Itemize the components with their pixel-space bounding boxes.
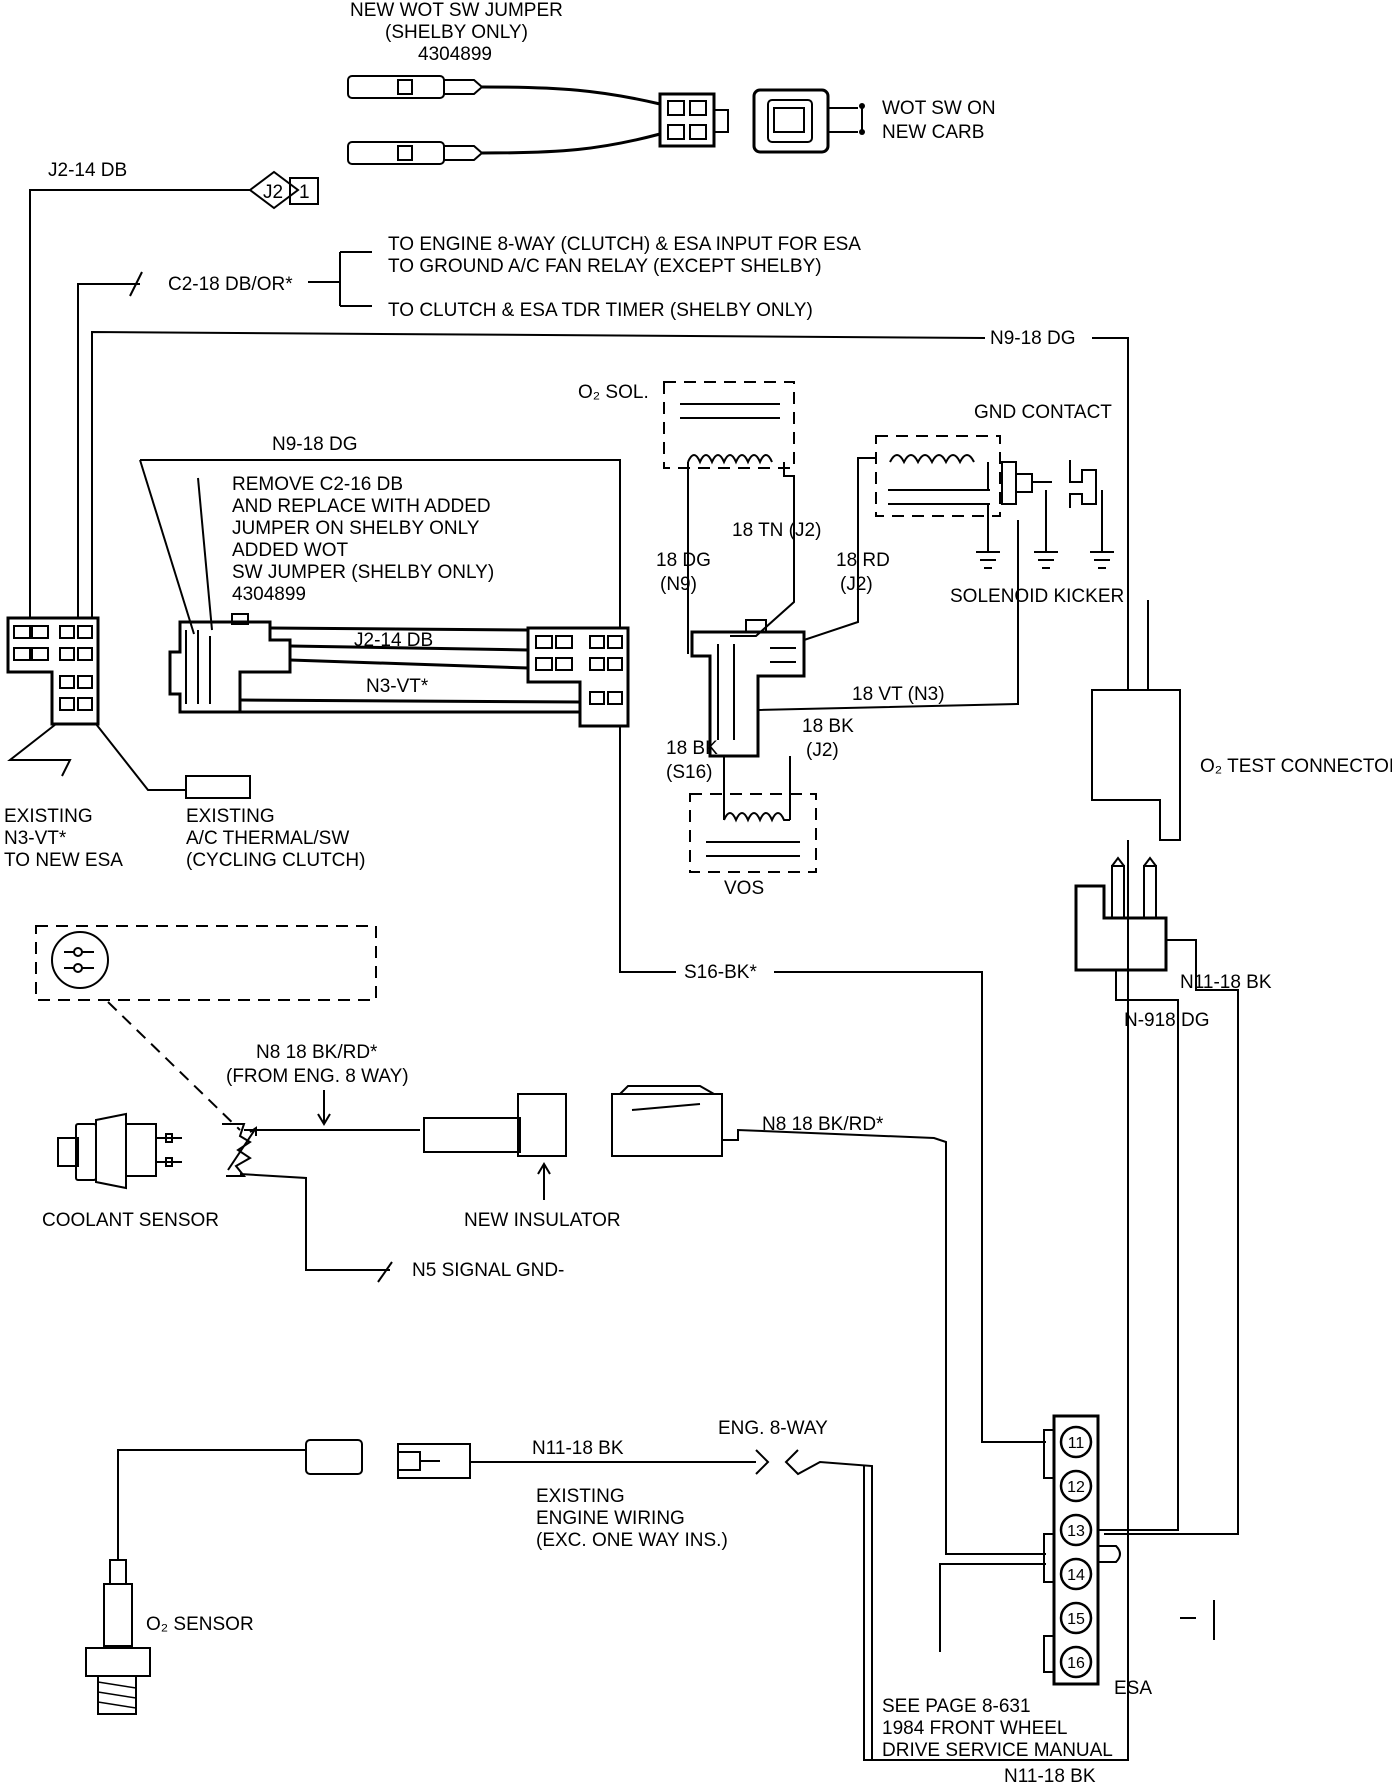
bk-j2-line2: (J2) [806, 740, 839, 761]
coolant-sensor-group: N8 18 BK/RD* (FROM ENG. 8 WAY) COOLANT S… [35, 925, 1046, 1555]
j2-connector-label: J2 [263, 182, 283, 203]
n11-18-bk-right-label: N11-18 BK [1180, 972, 1272, 993]
rd-j2-line1: 18 RD [836, 550, 890, 571]
solenoid-kicker-label: SOLENOID KICKER [950, 586, 1124, 607]
n9-18-dg-right-label: N9-18 DG [990, 328, 1076, 349]
existing-eng-line1: EXISTING [536, 1486, 625, 1507]
o2-test-connector-label: O₂ TEST CONNECTOR [1200, 756, 1392, 777]
eng-8way-label: ENG. 8-WAY [718, 1418, 828, 1439]
existing-ac-line2: A/C THERMAL/SW [186, 828, 349, 849]
existing-ac-line3: (CYCLING CLUTCH) [186, 850, 365, 871]
remove-line1: REMOVE C2-16 DB [232, 474, 403, 495]
n8-from-line1: N8 18 BK/RD* [256, 1042, 378, 1063]
remove-line4: ADDED WOT [232, 540, 349, 561]
dg-n9-line2: (N9) [660, 574, 697, 595]
wot-sw-on-label: WOT SW ON [882, 98, 996, 119]
esa-pin-number: 13 [1067, 1523, 1085, 1540]
bk-s16-line1: 18 BK [666, 738, 718, 759]
tn-j2-label: 18 TN (J2) [732, 520, 821, 541]
wot-sw-jumper: NEW WOT SW JUMPER (SHELBY ONLY) 4304899 … [347, 0, 996, 165]
esa-pin-circle [1059, 1645, 1093, 1679]
remove-line3: JUMPER ON SHELBY ONLY [232, 518, 480, 539]
new-insulator-label: NEW INSULATOR [464, 1210, 621, 1231]
o2-sol-label: O₂ SOL. [578, 382, 649, 403]
o2-sensor-group: N11-18 BK ENG. 8-WAY EXISTING ENGINE WIR… [85, 1418, 873, 1760]
o2-sensor-label: O₂ SENSOR [146, 1614, 254, 1635]
esa-pin-circle [1059, 1425, 1093, 1459]
see-page-line3: DRIVE SERVICE MANUAL [882, 1740, 1113, 1761]
new-carb-label: NEW CARB [882, 122, 984, 143]
esa-pin-number: 14 [1067, 1567, 1085, 1584]
j2-c2-wiring: J2-14 DB J2 1 C2-18 DB/OR* TO ENGINE 8-W… [29, 160, 1129, 690]
esa-pin-list: 11 12 13 14 15 16 [1059, 1425, 1093, 1679]
bk-j2-line1: 18 BK [802, 716, 854, 737]
vos-label: VOS [724, 878, 764, 899]
remove-line5: SW JUMPER (SHELBY ONLY) [232, 562, 494, 583]
existing-n3-line2: N3-VT* [4, 828, 67, 849]
o2-test-connector: O₂ TEST CONNECTOR N11-18 BK N-918 DG [863, 600, 1392, 1761]
gnd-contact-label: GND CONTACT [974, 402, 1112, 423]
remove-line6: 4304899 [232, 584, 306, 605]
n9-18-dg-mid-label: N9-18 DG [272, 434, 358, 455]
coolant-sensor-label: COOLANT SENSOR [42, 1210, 219, 1231]
esa-pin-circle [1059, 1469, 1093, 1503]
n3-vt-mid-label: N3-VT* [366, 676, 429, 697]
left-connector: EXISTING N3-VT* TO NEW ESA EXISTING A/C … [4, 616, 365, 871]
remove-line2: AND REPLACE WITH ADDED [232, 496, 491, 517]
solenoid-group: O₂ SOL. 18 TN (J2) 18 DG (N9) 18 RD (J2)… [578, 381, 1124, 899]
esa-pin-number: 16 [1067, 1655, 1085, 1672]
to-engine-8way-line2: TO GROUND A/C FAN RELAY (EXCEPT SHELBY) [388, 256, 822, 277]
rd-j2-line2: (J2) [840, 574, 873, 595]
c2-18-label: C2-18 DB/OR* [168, 274, 293, 295]
n918-dg-label: N-918 DG [1124, 1010, 1210, 1031]
dg-n9-line1: 18 DG [656, 550, 711, 571]
see-page-line2: 1984 FRONT WHEEL [882, 1718, 1067, 1739]
existing-n3-line1: EXISTING [4, 806, 93, 827]
bk-s16-line2: (S16) [666, 762, 712, 783]
center-harness: N9-18 DG REMOVE C2-16 DB AND REPLACE WIT… [139, 434, 1046, 1443]
n8-right-label: N8 18 BK/RD* [762, 1114, 884, 1135]
n8-from-line2: (FROM ENG. 8 WAY) [226, 1066, 409, 1087]
esa-pin-number: 11 [1068, 1435, 1085, 1452]
wot-jumper-part: 4304899 [418, 44, 492, 65]
n5-signal-gnd-label: N5 SIGNAL GND- [412, 1260, 564, 1281]
existing-eng-line3: (EXC. ONE WAY INS.) [536, 1530, 728, 1551]
esa-pin-circle [1059, 1601, 1093, 1635]
existing-ac-line1: EXISTING [186, 806, 275, 827]
wot-jumper-title: NEW WOT SW JUMPER [350, 0, 563, 21]
to-clutch-label: TO CLUTCH & ESA TDR TIMER (SHELBY ONLY) [388, 300, 813, 321]
esa-pin-number: 15 [1067, 1611, 1085, 1628]
esa-pin-circle [1059, 1557, 1093, 1591]
vt-n3-label: 18 VT (N3) [852, 684, 945, 705]
esa-module: 11 12 13 14 15 16 ESA SEE PAGE 8-631 1984 FRO… [882, 1414, 1152, 1784]
esa-pin-circle [1059, 1513, 1093, 1547]
n11-18-bk-bottom-label: N11-18 BK [1004, 1766, 1096, 1784]
j2-14-db-mid-label: J2-14 DB [354, 630, 433, 651]
n11-18-bk-mid-label: N11-18 BK [532, 1438, 624, 1459]
s16-bk-label: S16-BK* [684, 962, 757, 983]
j2-pin-label: 1 [299, 182, 310, 203]
see-page-line1: SEE PAGE 8-631 [882, 1696, 1031, 1717]
to-engine-8way-line1: TO ENGINE 8-WAY (CLUTCH) & ESA INPUT FOR… [388, 234, 861, 255]
existing-eng-line2: ENGINE WIRING [536, 1508, 685, 1529]
existing-n3-line3: TO NEW ESA [4, 850, 123, 871]
wot-jumper-shelby: (SHELBY ONLY) [385, 22, 528, 43]
esa-label: ESA [1114, 1678, 1152, 1699]
esa-pin-number: 12 [1067, 1479, 1085, 1496]
j2-14-db-top-label: J2-14 DB [48, 160, 127, 181]
